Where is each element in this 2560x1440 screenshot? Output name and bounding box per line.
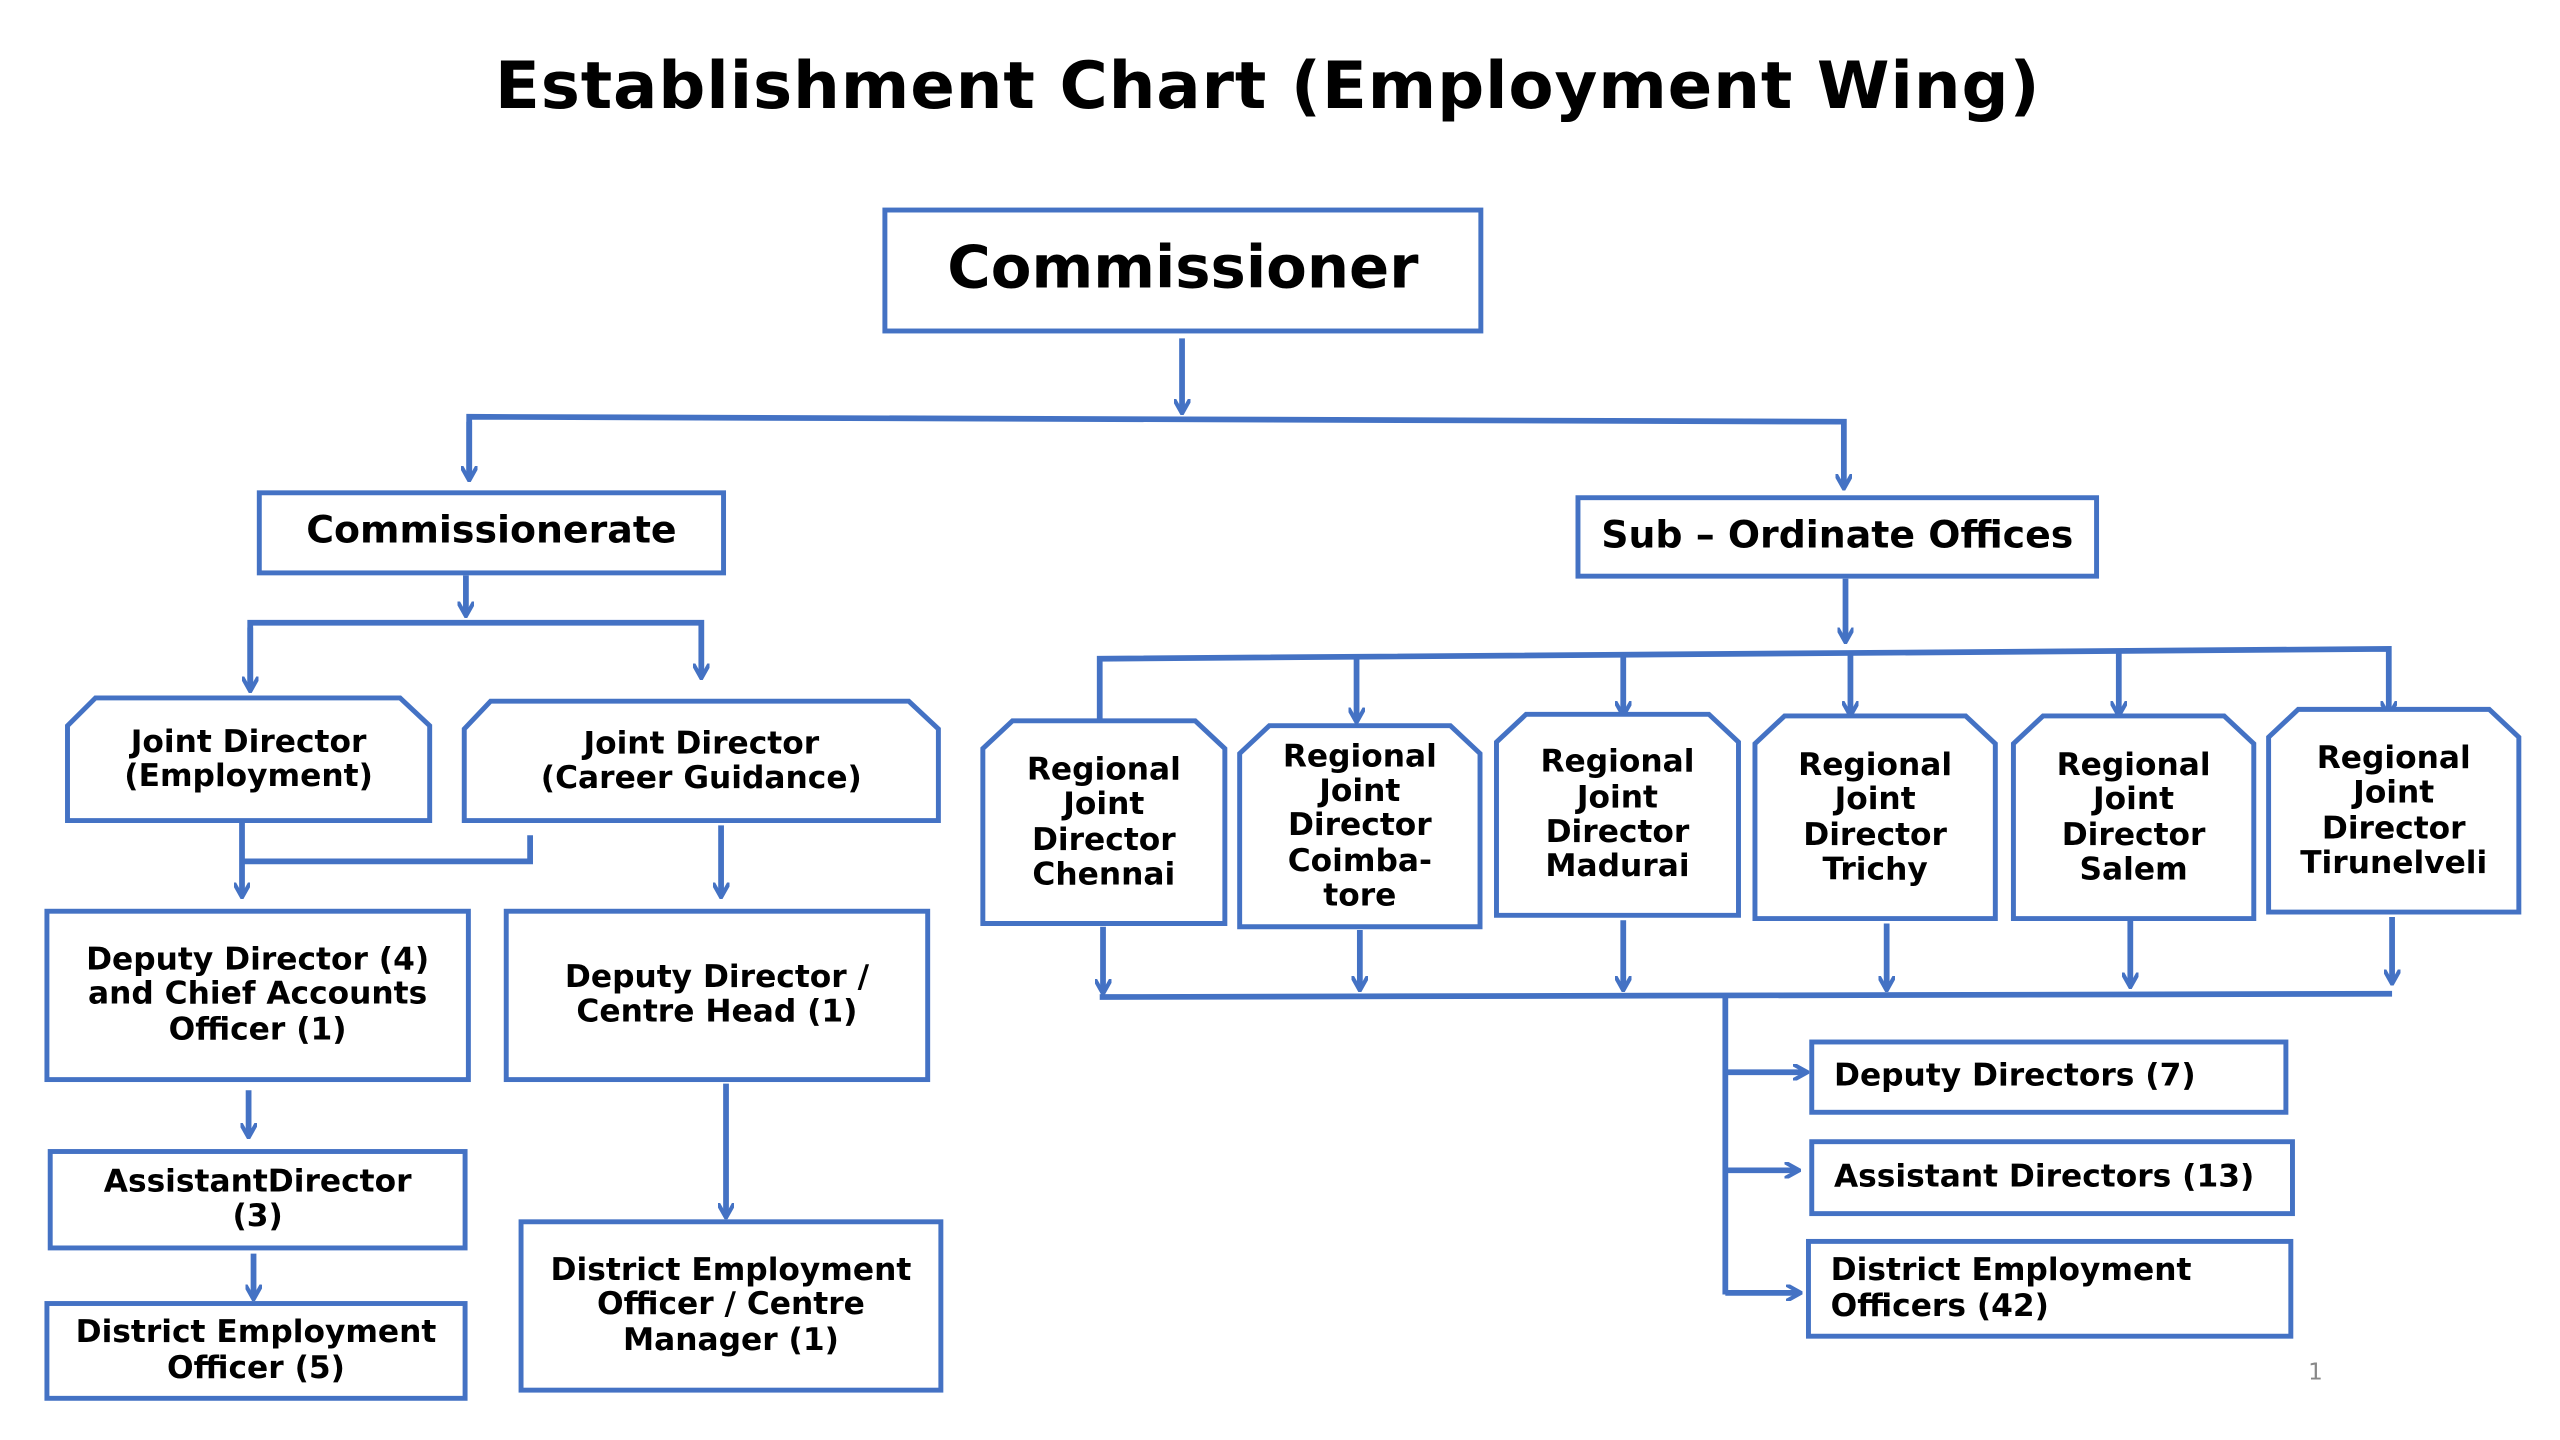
deputy-director-accounts-box: Deputy Director (4) and Chief Accounts O… bbox=[44, 908, 471, 1083]
rjd-chennai-shape bbox=[980, 718, 1228, 926]
district-employment-officer-centre-box: District Employment Officer / Centre Man… bbox=[518, 1219, 944, 1393]
jd-career-shape bbox=[461, 698, 941, 823]
sub-deputy-directors-box: Deputy Directors (7) bbox=[1809, 1039, 2289, 1115]
rjd-madurai-label: Regional Joint Director Madurai bbox=[1540, 744, 1695, 885]
chart-title: Establishment Chart (Employment Wing) bbox=[494, 49, 2041, 125]
rjd-trichy-shape bbox=[1752, 713, 1998, 922]
deputy-director-centre-box: Deputy Director / Centre Head (1) bbox=[503, 908, 931, 1083]
commissioner-box: Commissioner bbox=[882, 207, 1484, 334]
rjd-coimbatore-label: Regional Joint Director Coimba- tore bbox=[1282, 738, 1437, 914]
sub-assistant-directors-box: Assistant Directors (13) bbox=[1809, 1139, 2295, 1217]
district-employment-officer-box: District Employment Officer (5) bbox=[44, 1301, 468, 1401]
rjd-tirunelveli-shape bbox=[2266, 706, 2522, 915]
subordinate-offices-box: Sub – Ordinate Offices bbox=[1575, 495, 2100, 579]
jd-employment-label: Joint Director (Employment) bbox=[124, 723, 373, 795]
rjd-coimbatore-shape bbox=[1237, 723, 1483, 930]
rjd-salem-shape bbox=[2010, 713, 2257, 922]
sub-district-employment-officers-box: District Employment Officers (42) bbox=[1805, 1238, 2294, 1339]
rjd-tirunelveli-label: Regional Joint Director Tirunelveli bbox=[2300, 740, 2488, 881]
rjd-trichy-label: Regional Joint Director Trichy bbox=[1798, 746, 1953, 888]
commissionerate-box: Commissionerate bbox=[256, 490, 727, 576]
rjd-salem-label: Regional Joint Director Salem bbox=[2056, 746, 2211, 888]
page-number: 1 bbox=[2308, 1359, 2323, 1387]
assistant-director-box: AssistantDirector (3) bbox=[47, 1149, 468, 1251]
rjd-chennai-label: Regional Joint Director Chennai bbox=[1026, 751, 1181, 893]
rjd-madurai-shape bbox=[1494, 711, 1741, 918]
jd-career-label: Joint Director (Career Guidance) bbox=[540, 725, 862, 797]
jd-employment-shape bbox=[65, 695, 433, 823]
